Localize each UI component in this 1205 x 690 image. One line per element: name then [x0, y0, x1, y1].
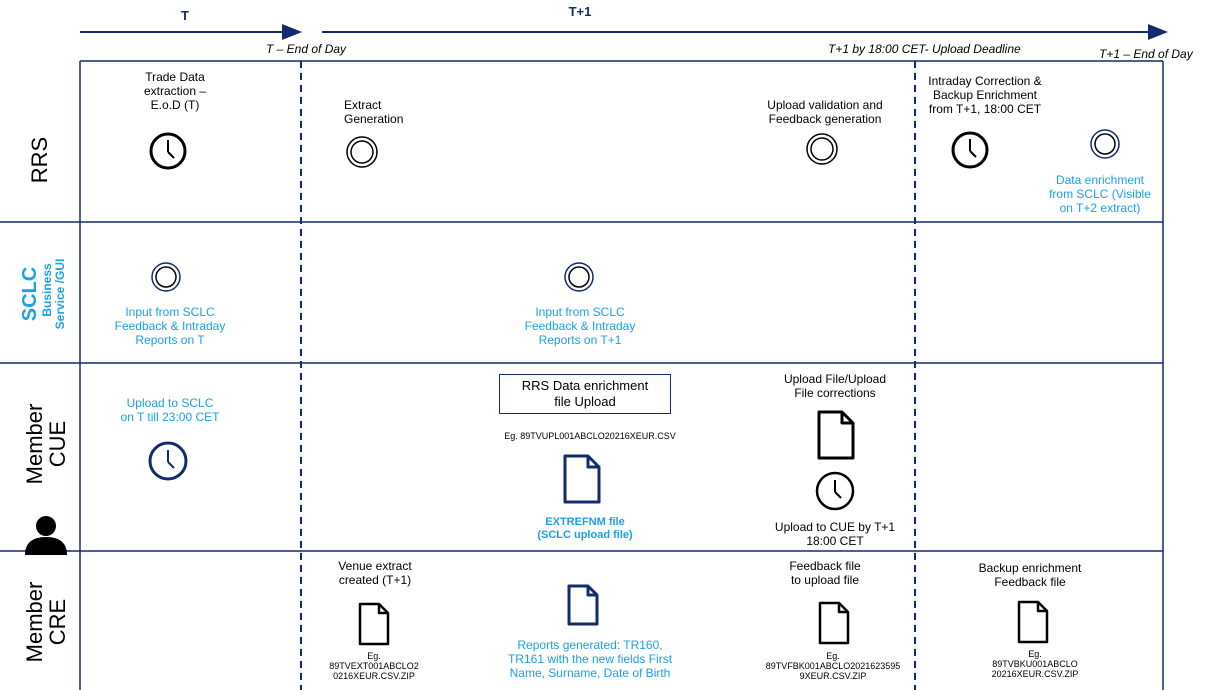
clock-icon — [951, 131, 989, 169]
t-label: T — [181, 8, 189, 23]
data-enrichment-text: Data enrichment from SCLC (Visible on T+… — [1049, 173, 1151, 215]
person-icon — [25, 516, 67, 555]
row-label-sclc-main: SCLC — [19, 266, 41, 322]
intermediate-event-icon — [346, 136, 378, 168]
trade-data-extraction-text: Trade Data extraction – E.o.D (T) — [143, 70, 207, 112]
extract-generation-text: Extract Generation — [344, 98, 404, 126]
venue-extract-text: Venue extract created (T+1) — [338, 559, 412, 587]
feedback-file-text: Feedback file to upload file — [789, 559, 861, 587]
extrefnm-file-text: EXTREFNM file (SCLC upload file) — [537, 516, 633, 541]
intermediate-event-icon — [1090, 129, 1120, 159]
upload-file-corrections-text: Upload File/Upload File corrections — [783, 372, 887, 400]
t1-deadline-label: T+1 by 18:00 CET- Upload Deadline — [828, 42, 1021, 56]
t-end-of-day-label: T – End of Day — [266, 42, 347, 56]
document-icon — [563, 454, 601, 504]
intermediate-event-icon — [564, 262, 594, 292]
document-icon — [358, 602, 390, 646]
row-label-rrs: RRS — [27, 136, 52, 184]
rrs-data-enrichment-text: RRS Data enrichment file Upload — [521, 378, 649, 409]
reports-generated-text: Reports generated: TR160, TR161 with the… — [507, 638, 673, 680]
upload-file-example: Eg. 89TVUPL001ABCLO20216XEUR.CSV — [504, 431, 676, 441]
intermediate-event-icon — [151, 262, 181, 292]
document-icon — [818, 601, 850, 645]
feedback-file-example: Eg. 89TVFBK001ABCLO2021623595 9XEUR.CSV.… — [765, 651, 901, 681]
upload-to-sclc-text: Upload to SCLC on T till 23:00 CET — [120, 396, 220, 424]
row-label-member-cue-2: CUE — [45, 420, 70, 468]
row-label-member-cre-1: Member — [22, 581, 47, 663]
clock-icon — [815, 471, 855, 511]
sclc-input-t1-text: Input from SCLC Feedback & Intraday Repo… — [524, 305, 636, 347]
row-label-sclc-sub1: Business — [40, 263, 54, 317]
row-label-sclc-sub2: Service /GUI — [53, 258, 67, 330]
clock-icon — [149, 132, 187, 170]
row-label-member-cue-1: Member — [22, 403, 47, 485]
document-icon — [1017, 600, 1049, 644]
clock-icon — [148, 441, 188, 481]
venue-extract-example: Eg. 89TVEXT001ABCLO2 0216XEUR.CSV.ZIP — [329, 651, 419, 681]
backup-feedback-example: Eg. 89TVBKU001ABCLO 20216XEUR.CSV.ZIP — [991, 649, 1079, 679]
t1-end-of-day-label: T+1 – End of Day — [1099, 47, 1193, 61]
intermediate-event-icon — [806, 133, 838, 165]
document-icon — [817, 410, 855, 460]
upload-validation-text: Upload validation and Feedback generatio… — [767, 98, 883, 126]
t1-label: T+1 — [568, 4, 592, 19]
row-label-sclc: SCLC Business Service /GUI — [0, 222, 80, 363]
row-label-member-cre-2: CRE — [45, 598, 70, 646]
upload-to-cue-text: Upload to CUE by T+1 18:00 CET — [774, 520, 896, 548]
intraday-correction-text: Intraday Correction & Backup Enrichment … — [928, 74, 1042, 116]
backup-feedback-text: Backup enrichment Feedback file — [978, 561, 1082, 589]
sclc-input-t-text: Input from SCLC Feedback & Intraday Repo… — [114, 305, 226, 347]
document-icon — [567, 584, 599, 626]
rrs-data-enrichment-box: RRS Data enrichment file Upload — [499, 374, 671, 414]
